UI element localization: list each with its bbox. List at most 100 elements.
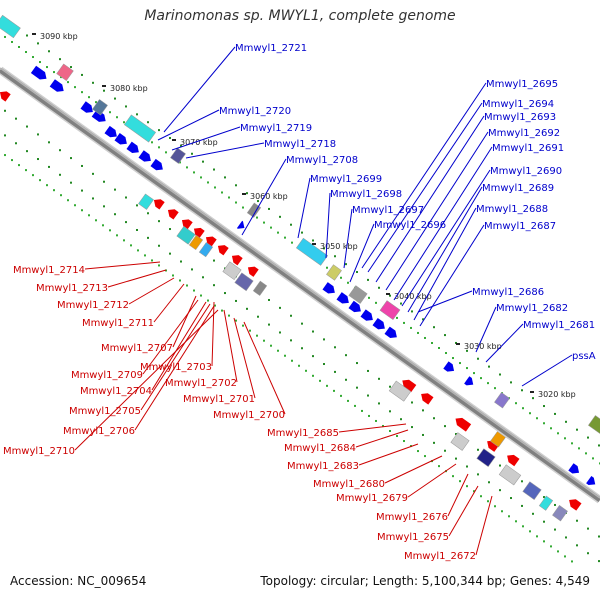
reverse-gene-arrow [507, 454, 520, 467]
forward-gene-label: Mmwyl1_2719 [240, 123, 312, 134]
track-dot [4, 35, 6, 38]
track-dot [532, 512, 534, 515]
forward-gene-box [0, 14, 21, 39]
track-dot [529, 530, 531, 533]
track-dot [92, 197, 94, 200]
forward-gene-box [92, 99, 108, 116]
track-dot [70, 181, 72, 184]
track-dot [378, 377, 380, 380]
reverse-gene-label: Mmwyl1_2683 [287, 461, 359, 472]
track-dot [224, 176, 226, 179]
forward-label-leader [171, 126, 241, 151]
track-dot [186, 166, 188, 169]
reverse-gene-arrow [0, 91, 11, 102]
track-dot [114, 97, 116, 100]
track-dot [48, 165, 50, 168]
forward-gene-arrow [348, 300, 361, 313]
track-dot [323, 363, 325, 366]
track-dot [32, 56, 34, 59]
reverse-gene-box [198, 242, 214, 258]
forward-gene-label: Mmwyl1_2686 [472, 287, 544, 298]
reverse-label-leader [384, 455, 443, 484]
reverse-gene-arrow [402, 379, 417, 393]
track-dot [158, 129, 160, 132]
track-dot [268, 298, 270, 301]
track-dot [433, 441, 435, 444]
track-dot [499, 489, 501, 492]
forward-gene-arrow [384, 326, 397, 338]
forward-gene-arrow [138, 150, 151, 162]
reverse-gene-box [222, 261, 242, 281]
reverse-gene-box [176, 225, 196, 245]
track-dot [191, 152, 193, 155]
track-dot [557, 432, 559, 435]
track-dot [284, 236, 286, 239]
track-dot [340, 276, 342, 279]
track-dot [585, 452, 587, 455]
track-dot [67, 81, 69, 84]
reverse-gene-arrow [167, 209, 179, 220]
track-dot [268, 207, 270, 210]
track-dot [301, 347, 303, 350]
reverse-label-leader [142, 299, 199, 375]
track-dot [59, 58, 61, 61]
reverse-gene-label: Mmwyl1_2711 [82, 318, 154, 329]
track-dot [235, 201, 237, 204]
track-dot [347, 281, 349, 284]
genome-summary-text: Topology: circular; Length: 5,100,344 bp… [260, 574, 590, 588]
forward-gene-arrow [236, 220, 245, 229]
track-dot [389, 410, 391, 413]
track-dot [345, 354, 347, 357]
track-dot [368, 414, 370, 417]
forward-gene-arrow [104, 125, 117, 138]
track-dot [554, 503, 556, 506]
forward-gene-arrow [114, 133, 127, 145]
track-dot [301, 322, 303, 325]
forward-label-leader [375, 115, 485, 283]
track-dot [389, 294, 391, 297]
forward-gene-box [56, 63, 74, 82]
forward-gene-label: Mmwyl1_2692 [488, 128, 560, 139]
track-dot [103, 205, 105, 208]
track-dot [279, 215, 281, 218]
reverse-gene-arrow [231, 255, 243, 266]
forward-gene-box [0, 14, 21, 39]
track-dot [477, 473, 479, 476]
track-dot [466, 485, 468, 488]
track-dot [510, 497, 512, 500]
reverse-gene-arrow [421, 393, 434, 405]
forward-gene-label: Mmwyl1_2699 [310, 174, 382, 185]
forward-gene-arrow [336, 292, 349, 304]
track-dot [488, 481, 490, 484]
track-dot [214, 304, 216, 307]
track-dot [356, 362, 358, 365]
track-dot [466, 349, 468, 352]
track-dot [480, 377, 482, 380]
track-dot [48, 141, 50, 144]
track-dot [48, 50, 50, 53]
track-dot [326, 266, 328, 269]
track-dot [88, 96, 90, 99]
track-dot [521, 480, 523, 483]
forward-gene-label: Mmwyl1_2696 [374, 220, 446, 231]
label-leader-lines [74, 46, 573, 556]
track-dot [4, 134, 6, 137]
track-dot [169, 136, 171, 139]
track-dot [411, 426, 413, 429]
track-dot [345, 378, 347, 381]
track-dot [532, 397, 534, 400]
track-dot [18, 164, 20, 167]
track-dot [125, 221, 127, 224]
reverse-gene-box [188, 234, 204, 251]
forward-gene-box [295, 237, 329, 266]
track-dot [263, 339, 265, 342]
track-dot [410, 326, 412, 329]
track-dot [200, 176, 202, 179]
forward-label-leader [163, 46, 236, 133]
track-dot [213, 259, 215, 262]
reverse-gene-label: Mmwyl1_2680 [313, 479, 385, 490]
reverse-gene-label: Mmwyl1_2707 [101, 343, 173, 354]
forward-gene-arrow [322, 282, 335, 294]
reverse-gene-box [252, 280, 268, 296]
forward-gene-box [123, 114, 157, 143]
